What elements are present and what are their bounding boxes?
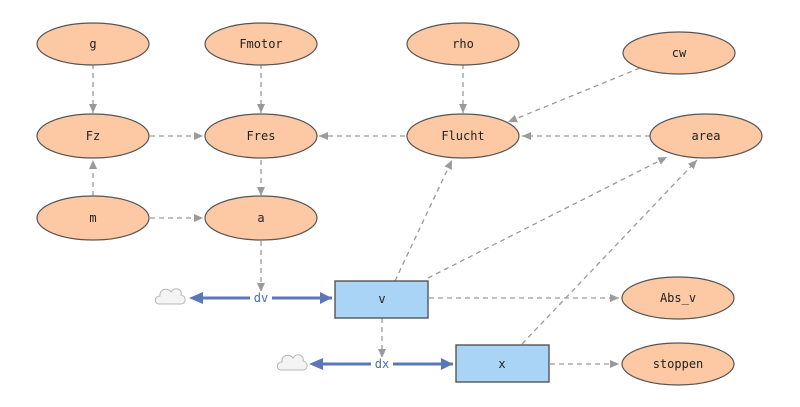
aux-stoppen-label: stoppen — [653, 357, 704, 371]
flow-dv-back-arrow — [189, 292, 203, 304]
stock-x[interactable]: x — [455, 344, 550, 383]
aux-abs-v-label: Abs_v — [660, 291, 696, 305]
aux-flucht[interactable]: Flucht — [406, 113, 520, 159]
cloud-icon — [154, 288, 186, 305]
aux-fz-label: Fz — [86, 129, 100, 143]
link-v-area — [427, 156, 668, 279]
aux-fres-label: Fres — [247, 129, 276, 143]
aux-fmotor-label: Fmotor — [239, 37, 282, 51]
aux-rho[interactable]: rho — [406, 22, 520, 66]
links — [89, 64, 698, 368]
stock-v-label: v — [378, 292, 385, 306]
aux-fmotor[interactable]: Fmotor — [204, 22, 318, 66]
aux-m[interactable]: m — [36, 195, 150, 241]
flow-dx-label-bg — [371, 357, 393, 371]
stock-x-label: x — [498, 357, 505, 371]
link-x-area — [521, 159, 698, 345]
aux-abs-v[interactable]: Abs_v — [621, 276, 735, 320]
aux-a[interactable]: a — [204, 195, 318, 241]
aux-fres[interactable]: Fres — [204, 113, 318, 159]
aux-fz[interactable]: Fz — [36, 113, 150, 159]
flow-dx-label: dx — [375, 357, 389, 371]
aux-a-label: a — [257, 211, 264, 225]
cloud-icon — [276, 354, 308, 371]
stock-v[interactable]: v — [334, 280, 429, 319]
aux-flucht-label: Flucht — [441, 129, 484, 143]
aux-g[interactable]: g — [36, 22, 150, 66]
flow-dx[interactable]: dx — [309, 357, 453, 371]
aux-area-label: area — [692, 129, 721, 143]
flow-dv-label-bg — [250, 291, 272, 305]
flow-dv[interactable]: dv — [189, 291, 332, 305]
aux-stoppen[interactable]: stoppen — [621, 342, 735, 386]
link-v-flucht — [394, 159, 453, 282]
link-cw-flucht — [507, 67, 641, 123]
aux-m-label: m — [89, 211, 96, 225]
aux-area[interactable]: area — [649, 113, 763, 159]
aux-cw[interactable]: cw — [622, 31, 736, 75]
aux-g-label: g — [89, 37, 96, 51]
flow-dx-back-arrow — [309, 358, 323, 370]
flow-dv-label: dv — [254, 291, 268, 305]
aux-cw-label: cw — [672, 46, 687, 60]
aux-rho-label: rho — [452, 37, 474, 51]
